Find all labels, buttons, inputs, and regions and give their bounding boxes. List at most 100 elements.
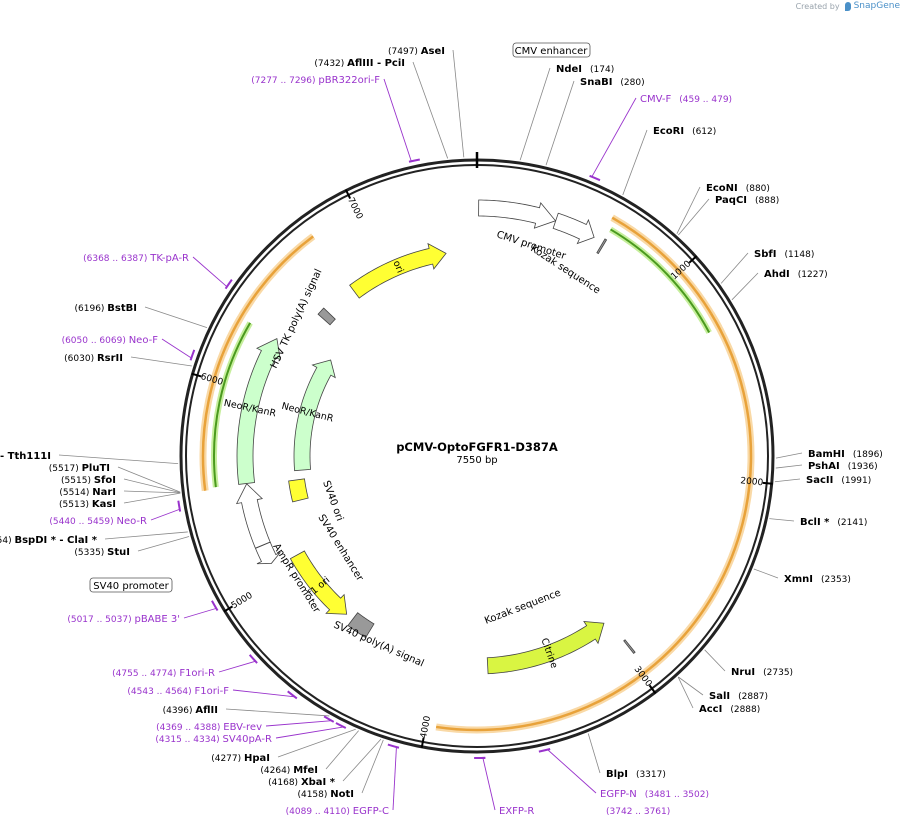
primer-label[interactable]: (6050 .. 6069) Neo-F [62,335,159,346]
enzyme-site-label[interactable]: NdeI(174) [556,64,614,75]
enzyme-position: (888) [755,196,779,206]
primer-label[interactable]: (4543 .. 4564) F1ori-F [127,686,229,697]
enzyme-site-label[interactable]: EcoNI(880) [706,183,770,194]
enzyme-name: BstBI [107,303,137,314]
feature-sv40-poly-a-signal[interactable] [347,612,375,639]
enzyme-leader [677,676,694,709]
primer-label[interactable]: (4315 .. 4334) SV40pA-R [155,734,272,745]
snapgene-logo-icon [844,1,851,11]
feature-cmv-promoter[interactable] [552,212,595,245]
enzyme-name: PluTI [82,463,110,474]
primer-label[interactable]: (5017 .. 5037) pBABE 3' [67,614,180,625]
enzyme-site-label[interactable]: (5513) KasI [59,499,116,510]
enzyme-position: (612) [692,127,716,137]
primer-bind [211,600,219,612]
feature-f1-ori[interactable] [289,550,348,615]
primer-leader [392,747,397,811]
enzyme-name: RsrII [97,353,123,364]
enzyme-site-label[interactable]: (4264) MfeI [260,765,318,776]
enzyme-site-label[interactable]: (4168) XbaI * [268,777,336,788]
primer-label[interactable]: EXFP-R [499,806,534,817]
enzyme-name: AccI [699,704,722,715]
feature-ampr-promoter[interactable] [254,541,281,565]
primer-label[interactable]: (4089 .. 4110) EGFP-C [286,806,389,817]
primer-label[interactable]: (3742 .. 3761) [606,807,670,817]
enzyme-site-label[interactable]: (5632) PflFI - Tth111I [0,451,51,462]
enzyme-leader [774,478,801,483]
feature-kozak-sequence[interactable] [623,639,636,654]
enzyme-position: (2888) [730,705,760,715]
primer-leader [265,720,332,727]
primer-label[interactable]: (6368 .. 6387) TK-pA-R [83,253,189,264]
enzyme-site-label[interactable]: BlpI(3317) [606,769,666,780]
label-sv40-polya: SV40 poly(A) signal [332,620,426,670]
enzyme-name: SnaBI [580,77,612,88]
feature-sv40-promoter[interactable] [235,483,271,549]
feature-neor-kanr-inner[interactable] [293,359,336,472]
enzyme-site-label[interactable]: PshAI(1936) [808,461,878,472]
primer-label[interactable]: CMV-F(459 .. 479) [640,94,732,105]
enzyme-leader [58,454,179,464]
enzyme-name: BclI * [800,517,830,528]
enzyme-name: PaqCI [715,195,747,206]
enzyme-leader [769,518,795,522]
enzyme-site-label[interactable]: (4277) HpaI [211,753,270,764]
feature-sv40-ori[interactable] [288,478,309,503]
primer-bind [248,654,258,664]
enzyme-site-label[interactable]: EcoRI (612) [653,126,716,137]
feature-label: ori [390,259,405,275]
primer-label[interactable]: (4369 .. 4388) EBV-rev [156,722,262,733]
primer-label[interactable]: EGFP-N(3481 .. 3502) [600,789,709,800]
enzyme-leader [342,738,382,782]
enzyme-site-label[interactable]: SacII(1991) [806,475,871,486]
enzyme-leader [137,536,190,552]
enzyme-leader [678,198,710,236]
feature-neor-kanr-outer[interactable] [236,338,281,485]
enzyme-site-label[interactable]: BamHI(1896) [808,449,883,460]
enzyme-site-label[interactable]: SalI(2887) [709,691,768,702]
enzyme-position: (7497) [388,47,421,57]
primer-label[interactable]: (4755 .. 4774) F1ori-R [112,668,215,679]
enzyme-position: (6030) [64,354,97,364]
primer-label[interactable]: (5440 .. 5459) Neo-R [49,516,147,527]
enzyme-site-label[interactable]: (7432) AflIII - PciI [314,58,405,69]
enzyme-site-label[interactable]: (4396) AflII [163,705,218,716]
enzyme-site-label[interactable]: (6196) BstBI [75,303,138,314]
feature-kozak-sequence[interactable] [596,238,608,255]
tick-mark [420,737,425,748]
enzyme-site-label[interactable]: SbfI(1148) [754,249,814,260]
enzyme-position: (6196) [75,304,108,314]
svg-text:CMV enhancer: CMV enhancer [515,46,589,57]
enzyme-site-label[interactable]: NruI(2735) [731,667,793,678]
enzyme-site-label[interactable]: (5335) StuI [74,547,130,558]
enzyme-site-label[interactable]: (4158) NotI [297,789,354,800]
primer-leader [482,757,496,811]
enzyme-site-label[interactable]: SnaBI(280) [580,77,645,88]
enzyme-site-label[interactable]: XmnI(2353) [784,574,851,585]
enzyme-leader [678,676,704,696]
enzyme-site-label[interactable]: AhdI(1227) [764,269,828,280]
enzyme-leader [123,492,181,504]
enzyme-site-label[interactable]: (6030) RsrII [64,353,123,364]
enzyme-name: EcoRI [653,126,684,137]
enzyme-site-label[interactable]: (5514) NarI [59,487,116,498]
enzyme-site-label[interactable]: BclI *(2141) [800,517,867,528]
enzyme-position: (3317) [636,770,666,780]
feature-ori[interactable] [349,242,447,299]
enzyme-site-label[interactable]: (5517) PluTI [49,463,110,474]
feature-citrine[interactable] [486,620,605,675]
enzyme-site-label[interactable]: (5515) SfoI [61,475,116,486]
enzyme-site-label[interactable]: AccI (2888) [699,704,760,715]
feature-hsv-tk-poly-a-signal[interactable] [317,307,336,326]
tick-mark [648,684,657,694]
enzyme-site-label[interactable]: PaqCI (888) [715,195,779,206]
primer-label[interactable]: (7277 .. 7296) pBR322ori-F [251,75,380,86]
enzyme-site-label[interactable]: (7497) AseI [388,46,445,57]
enzyme-name: HpaI [244,753,270,764]
enzyme-leader [622,129,648,196]
svg-text:SV40 promoter: SV40 promoter [93,581,169,592]
feature-cmv-enhancer[interactable] [478,199,557,229]
orf-layer [199,214,755,734]
enzyme-site-label[interactable]: (5354) BspDI * - ClaI * [0,535,98,546]
enzyme-leader [519,67,551,161]
